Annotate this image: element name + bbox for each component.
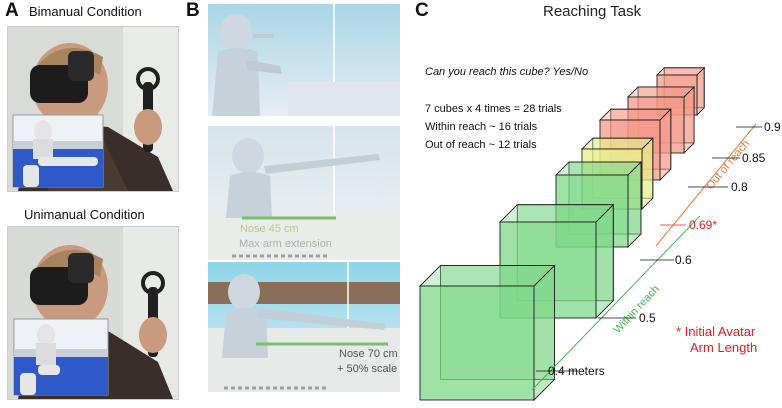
unimanual-photo (7, 226, 179, 400)
frame3-label-2: + 50% scale (337, 363, 398, 375)
unimanual-title: Unimanual Condition (24, 207, 145, 222)
question-text: Can you reach this cube? Yes/No (425, 66, 589, 78)
panel-c-letter: C (415, 0, 429, 21)
label-0.4: 0.4 meters (548, 364, 605, 378)
info-line-1: 7 cubes x 4 times = 28 trials (425, 103, 562, 115)
panel-c-title: Reaching Task (543, 3, 642, 20)
bimanual-title: Bimanual Condition (29, 4, 142, 19)
info-line-3: Out of reach ~ 12 trials (425, 139, 537, 151)
avatar-frame-2 (208, 126, 400, 260)
cube-6 (418, 264, 556, 402)
label-0.85: 0.85 (742, 151, 766, 165)
panel-a-letter: A (5, 0, 19, 21)
avatar-frame-1 (208, 4, 400, 116)
within-reach-label: Within reach (611, 283, 661, 336)
label-0.6: 0.6 (675, 253, 692, 267)
within-reach-line (531, 215, 701, 391)
avatar-frame-3 (208, 262, 400, 392)
label-0.8: 0.8 (731, 180, 748, 194)
note-line-2: Arm Length (690, 340, 757, 355)
panel-b-letter: B (186, 0, 200, 21)
out-of-reach-line (655, 123, 757, 247)
frame2-label-2: Max arm extension (239, 238, 332, 250)
label-0.9: 0.9 (764, 120, 781, 134)
label-0.69: 0.69* (689, 218, 717, 232)
bimanual-photo (7, 26, 179, 192)
frame2-label-1: Nose 45 cm (240, 223, 299, 235)
frame3-label-1: Nose 70 cm (339, 348, 398, 360)
label-0.5: 0.5 (639, 311, 656, 325)
note-line-1: * Initial Avatar (676, 324, 756, 339)
info-line-2: Within reach ~ 16 trials (425, 121, 538, 133)
